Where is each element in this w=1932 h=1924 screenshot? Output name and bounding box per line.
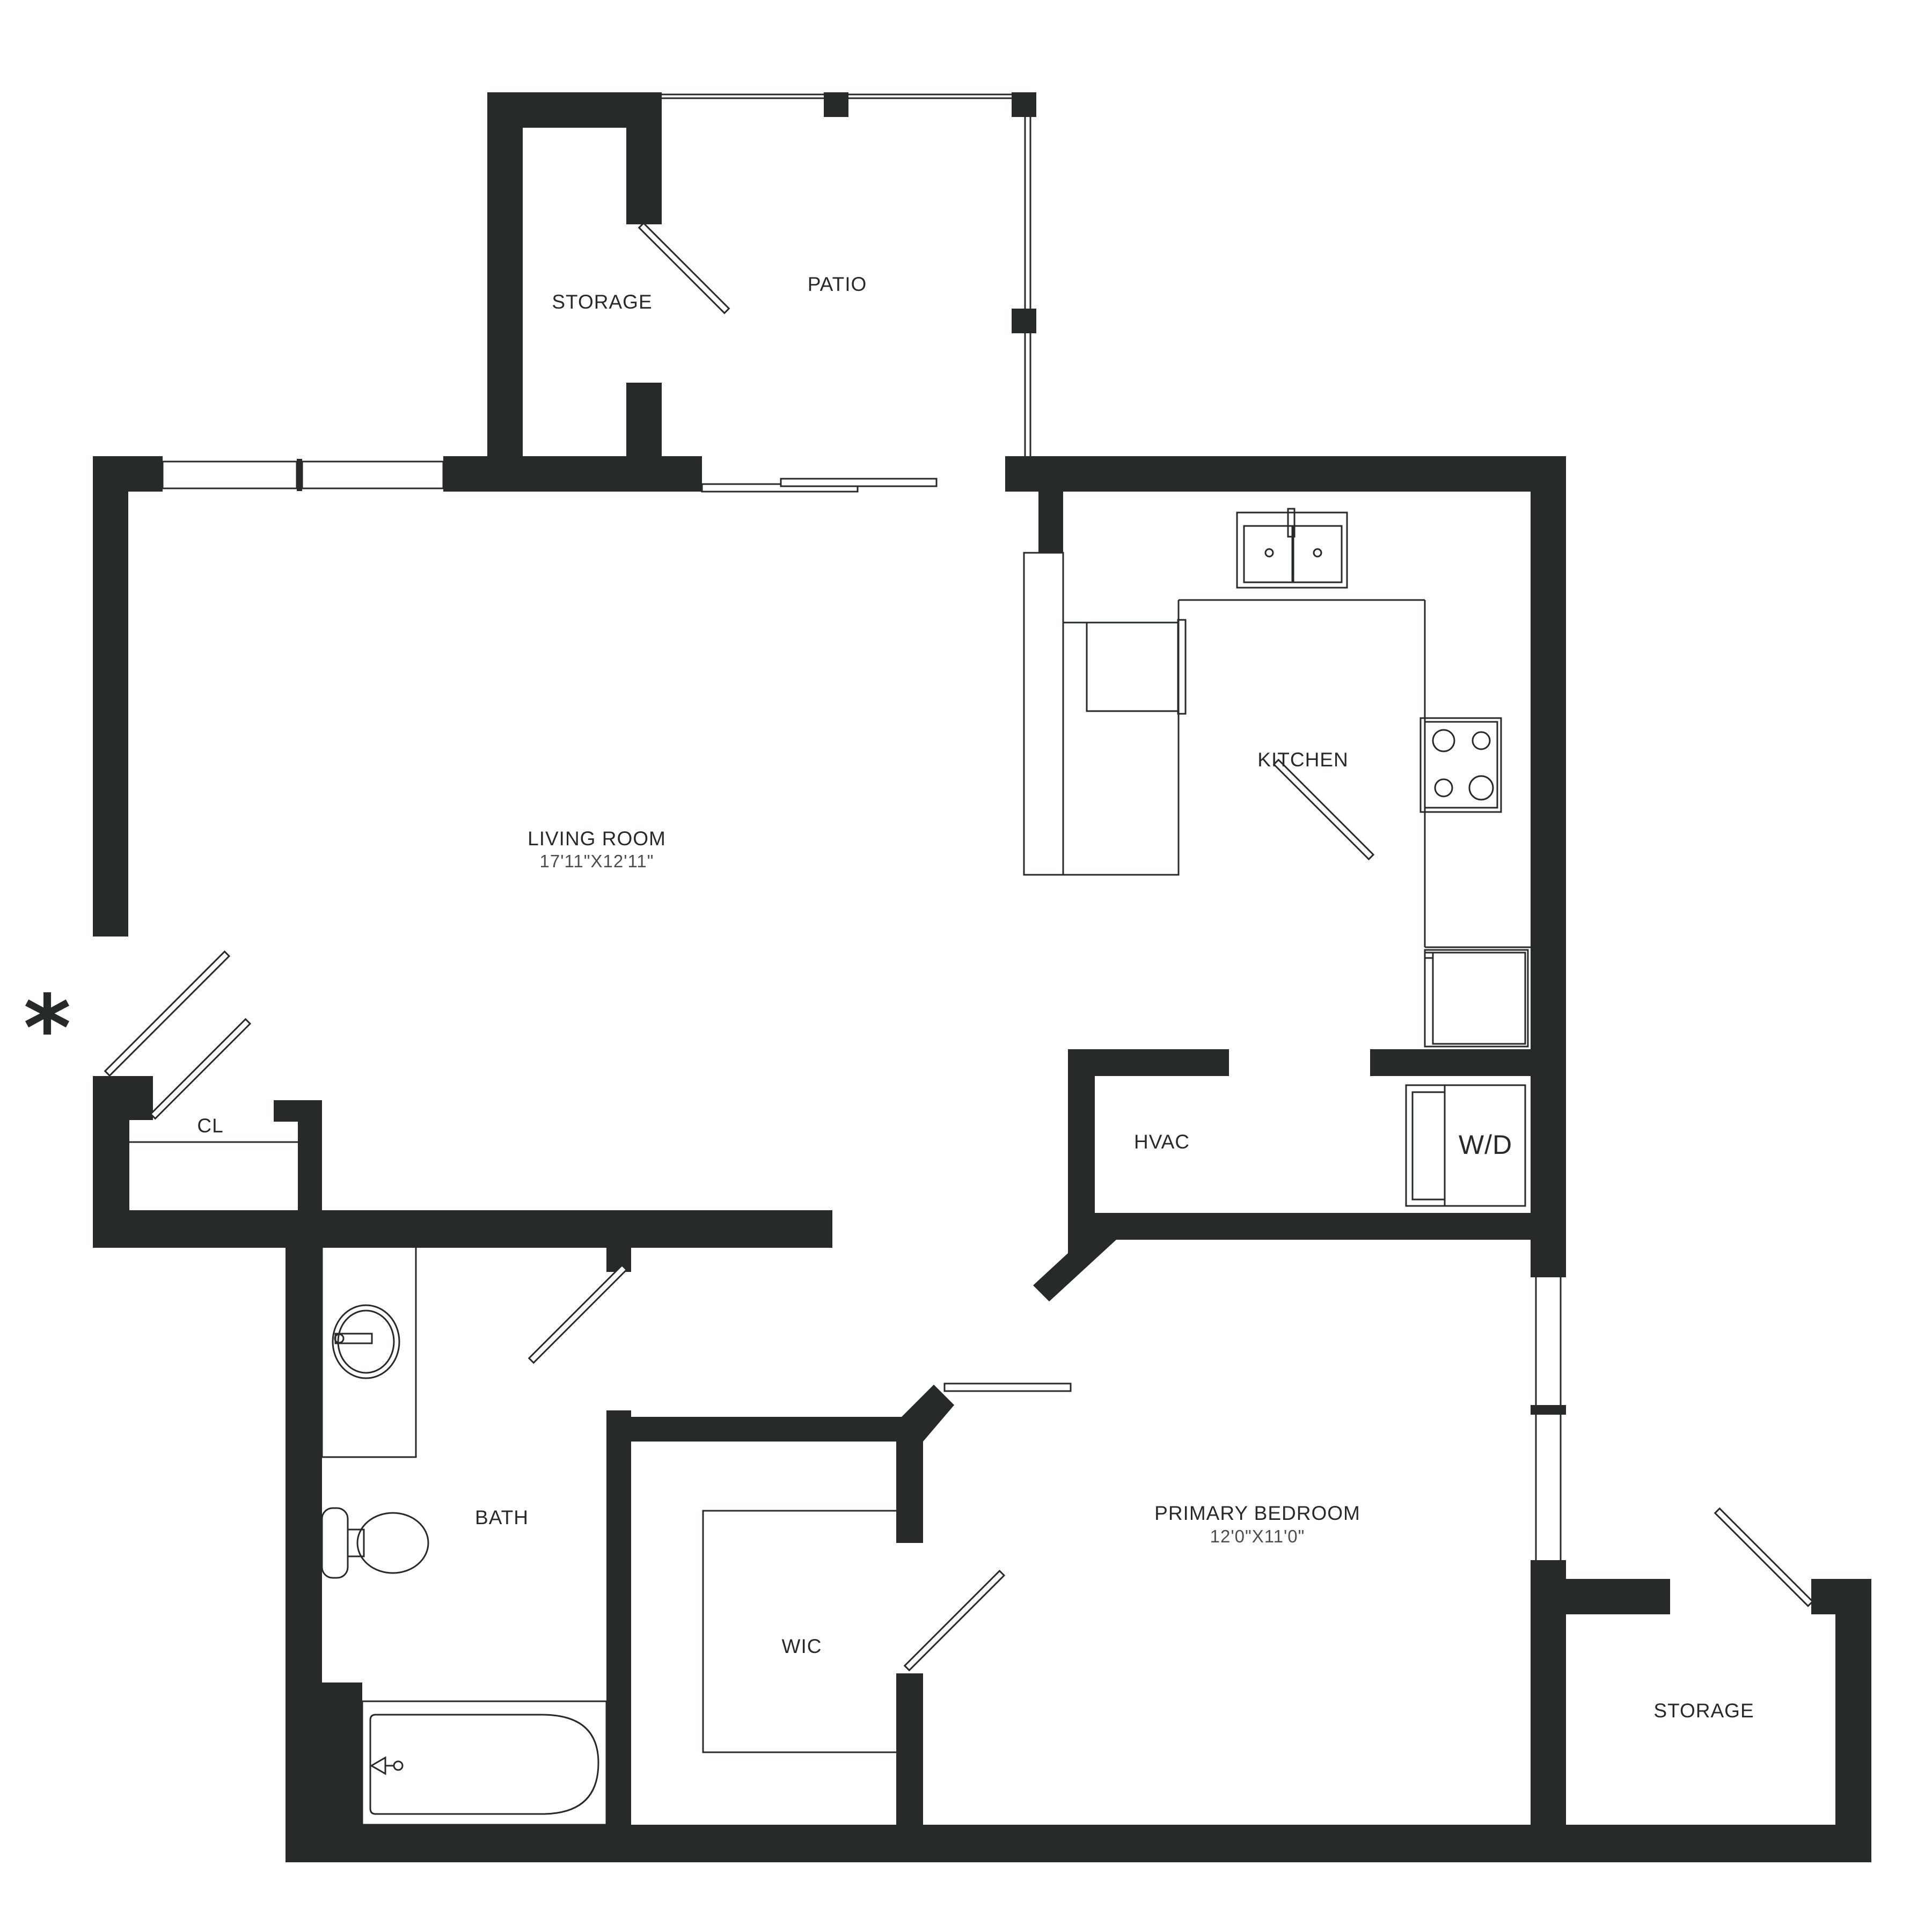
range-stove	[1419, 717, 1502, 813]
patio-sliding-door	[701, 478, 938, 493]
entry-marker: *	[24, 976, 71, 1082]
bath-label: BATH	[475, 1506, 529, 1528]
storage-top-label: STORAGE	[552, 291, 652, 313]
storage-bottom-label: STORAGE	[1653, 1700, 1754, 1722]
living-room-dimensions: 17'11"X12'11"	[540, 851, 654, 871]
washer-dryer-label: W/D	[1459, 1130, 1512, 1160]
wic-label: WIC	[782, 1635, 822, 1657]
windows	[162, 93, 1566, 1560]
refrigerator	[1424, 949, 1529, 1048]
hvac-label: HVAC	[1134, 1131, 1190, 1153]
bath-vanity	[321, 1236, 417, 1458]
washer-dryer	[1405, 1084, 1526, 1207]
primary-bedroom-dimensions: 12'0"X11'0"	[1210, 1526, 1305, 1546]
room-labels: STORAGE PATIO LIVING ROOM 17'11"X12'11" …	[197, 273, 1754, 1722]
primary-bedroom-label: PRIMARY BEDROOM	[1154, 1502, 1360, 1524]
toilet	[321, 1507, 429, 1579]
closet-label: CL	[197, 1115, 223, 1137]
living-room-label: LIVING ROOM	[528, 828, 666, 850]
wic-shelving	[702, 1510, 896, 1753]
kitchen-sink	[1236, 508, 1348, 589]
doors	[104, 222, 1814, 1672]
patio-label: PATIO	[808, 273, 867, 295]
bathtub	[361, 1700, 608, 1826]
walls	[93, 92, 1871, 1862]
kitchen-label: KITCHEN	[1257, 749, 1348, 771]
